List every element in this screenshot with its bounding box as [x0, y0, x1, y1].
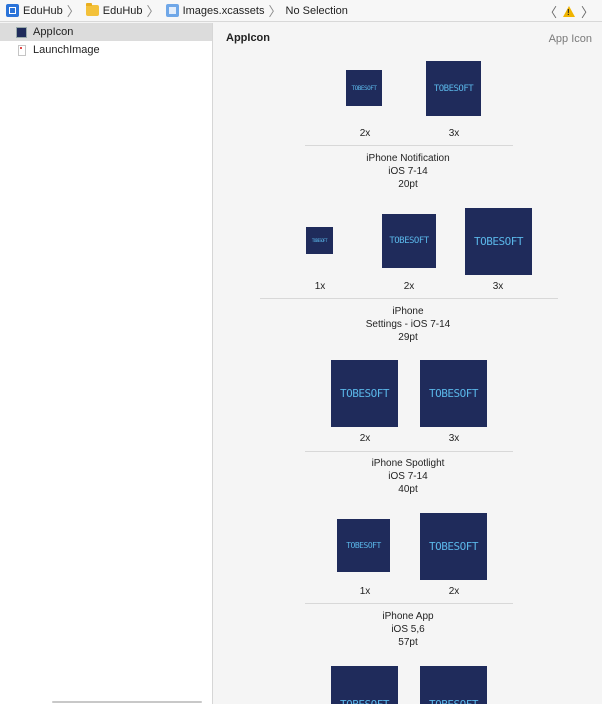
breadcrumb-assets-label: Images.xcassets [182, 4, 265, 17]
project-icon [6, 4, 19, 17]
breadcrumb-selection[interactable]: No Selection [286, 0, 348, 22]
icon-slot-2x[interactable]: TOBESOFT [382, 214, 436, 268]
icon-slot-3x[interactable]: TOBESOFT [465, 208, 532, 275]
icon-text: TOBESOFT [429, 698, 478, 704]
sidebar-item-launchimage[interactable]: LaunchImage [0, 41, 212, 59]
group-label-line: iPhone Notification [366, 153, 450, 164]
breadcrumb-selection-label: No Selection [285, 4, 348, 17]
folder-icon [85, 3, 99, 16]
app-icon-set-icon [16, 26, 27, 38]
icon-slot-1x[interactable]: TOBESOFT [337, 519, 390, 572]
icon-slot-1x[interactable]: TOBESOFT [306, 227, 333, 254]
icon-text: TOBESOFT [429, 540, 478, 553]
icon-text: TOBESOFT [351, 84, 377, 92]
chevron-left-icon[interactable]: 〈 [543, 4, 557, 20]
group-label-iphone-app: iPhone App iOS 5,6 57pt [298, 610, 518, 649]
sidebar-item-label: AppIcon [33, 26, 74, 38]
chevron-right-icon: 〉 [146, 4, 160, 19]
group-label-line: iPhone App [382, 611, 434, 622]
chevron-right-icon[interactable]: 〉 [580, 4, 594, 20]
group-divider [305, 603, 513, 604]
group-divider [305, 145, 513, 146]
icon-slot-partial[interactable]: TOBESOFT [331, 666, 398, 704]
launch-image-icon [18, 44, 26, 56]
group-label-line: 29pt [398, 332, 418, 343]
breadcrumb-project-label: EduHub [23, 4, 63, 17]
icon-slot-3x[interactable]: TOBESOFT [426, 61, 481, 116]
icon-slot-2x[interactable]: TOBESOFT [346, 70, 382, 106]
breadcrumb-folder-label: EduHub [102, 4, 143, 17]
icon-text: TOBESOFT [433, 83, 474, 94]
group-label-line: iOS 5,6 [391, 624, 425, 635]
group-label-line: iPhone [392, 306, 424, 317]
group-divider [305, 451, 513, 452]
group-label-iphone-notification: iPhone Notification iOS 7-14 20pt [298, 152, 518, 191]
breadcrumb-project[interactable]: EduHub 〉 [0, 0, 80, 22]
scale-label: 2x [359, 433, 371, 444]
icon-text: TOBESOFT [311, 238, 328, 243]
scale-label: 2x [403, 281, 415, 292]
warning-icon[interactable]: ! [562, 5, 575, 17]
icon-text: TOBESOFT [389, 236, 429, 246]
group-label-line: iOS 7-14 [388, 166, 428, 177]
breadcrumb-folder[interactable]: EduHub 〉 [80, 0, 160, 22]
scale-label: 3x [448, 128, 460, 139]
group-label-iphone-spotlight: iPhone Spotlight iOS 7-14 40pt [298, 457, 518, 496]
asset-editor: AppIcon App Icon TOBESOFT TOBESOFT 2x 3x… [214, 23, 602, 704]
group-label-line: 57pt [398, 637, 418, 648]
breadcrumb-assets[interactable]: Images.xcassets 〉 [160, 0, 282, 22]
asset-catalog-icon [165, 4, 179, 17]
icon-text: TOBESOFT [340, 698, 389, 704]
scale-label: 1x [314, 281, 326, 292]
group-label-line: 20pt [398, 179, 418, 190]
group-label-line: 40pt [398, 484, 418, 495]
scale-label: 2x [448, 586, 460, 597]
scale-label: 1x [359, 586, 371, 597]
scale-label: 3x [492, 281, 504, 292]
group-divider [260, 298, 558, 299]
group-label-line: iPhone Spotlight [371, 458, 445, 469]
icon-text: TOBESOFT [346, 541, 381, 550]
scale-label: 2x [359, 128, 371, 139]
icon-slot-2x[interactable]: TOBESOFT [420, 513, 487, 580]
icon-text: TOBESOFT [429, 387, 478, 400]
icon-slot-2x[interactable]: TOBESOFT [331, 360, 398, 427]
jump-bar: EduHub 〉 EduHub 〉 Images.xcassets 〉 No S… [0, 0, 602, 22]
icon-slot-3x[interactable]: TOBESOFT [420, 360, 487, 427]
scale-label: 3x [448, 433, 460, 444]
chevron-right-icon: 〉 [66, 4, 80, 19]
asset-kind-label: App Icon [548, 33, 592, 45]
sidebar-item-label: LaunchImage [33, 44, 100, 56]
asset-title: AppIcon [226, 32, 270, 44]
group-label-line: Settings - iOS 7-14 [365, 319, 451, 330]
sidebar-item-appicon[interactable]: AppIcon [0, 23, 212, 41]
icon-text: TOBESOFT [340, 387, 389, 400]
icon-slot-partial[interactable]: TOBESOFT [420, 666, 487, 704]
group-label-line: iOS 7-14 [388, 471, 428, 482]
group-label-iphone-settings: iPhone Settings - iOS 7-14 29pt [298, 305, 518, 344]
chevron-right-icon: 〉 [268, 4, 282, 19]
asset-list-sidebar: AppIcon LaunchImage [0, 23, 213, 704]
icon-text: TOBESOFT [474, 235, 523, 248]
horizontal-scrollbar[interactable] [52, 701, 202, 703]
